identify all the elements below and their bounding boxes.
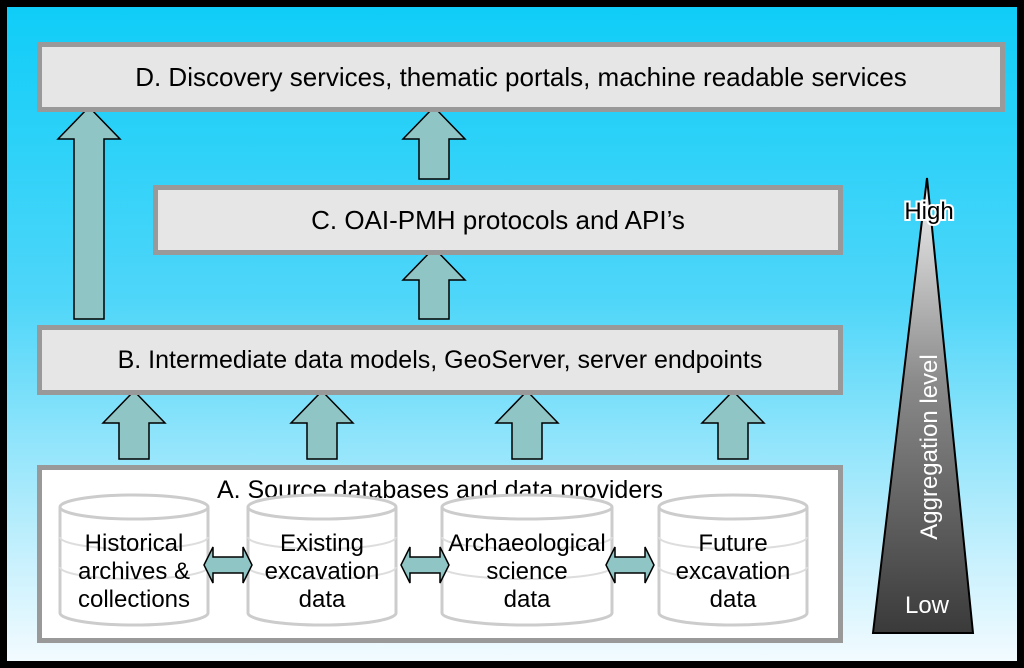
layer-d-label: D. Discovery services, thematic portals,… xyxy=(135,61,907,92)
double-arrow-icon xyxy=(203,546,253,584)
layer-b-label: B. Intermediate data models, GeoServer, … xyxy=(117,345,763,374)
database-label-line: science xyxy=(486,558,567,585)
database-label-line: data xyxy=(710,586,757,613)
double-arrow-icon xyxy=(605,546,655,584)
database-label-line: data xyxy=(504,586,551,613)
up-arrow-icon xyxy=(101,389,167,460)
database-label-line: Future xyxy=(698,530,767,557)
double-arrow-icon xyxy=(400,546,450,584)
database-label-line: collections xyxy=(78,586,190,613)
layer-b-intermediate-models: B. Intermediate data models, GeoServer, … xyxy=(37,325,843,395)
flow-arrows xyxy=(56,105,766,460)
aggregation-triangle xyxy=(871,177,975,634)
layer-c-protocols: C. OAI-PMH protocols and API’s xyxy=(153,185,843,255)
up-arrow-icon xyxy=(700,389,766,460)
aggregation-low-label: Low xyxy=(905,592,950,619)
database-label-line: archives & xyxy=(78,558,190,585)
aggregation-high-label: High xyxy=(904,198,953,225)
diagram-graphics: Aggregation level Low High xyxy=(56,105,975,634)
database-label-line: data xyxy=(299,586,346,613)
database-label-line: Archaeological xyxy=(448,530,605,557)
up-arrow-icon xyxy=(401,246,467,320)
up-arrow-icon xyxy=(56,105,122,320)
database-label-line: excavation xyxy=(265,558,380,585)
layer-c-label: C. OAI-PMH protocols and API’s xyxy=(311,204,685,235)
up-arrow-icon xyxy=(289,389,355,460)
database-label-line: excavation xyxy=(676,558,791,585)
up-arrow-icon xyxy=(401,105,467,180)
database-label-line: Existing xyxy=(280,530,364,557)
up-arrow-icon xyxy=(494,389,560,460)
database-label-line: Historical xyxy=(85,530,184,557)
aggregation-axis-label: Aggregation level xyxy=(916,354,943,539)
diagram-canvas: Aggregation level Low High D. Discovery … xyxy=(7,7,1017,661)
layer-d-discovery-services: D. Discovery services, thematic portals,… xyxy=(37,42,1005,112)
